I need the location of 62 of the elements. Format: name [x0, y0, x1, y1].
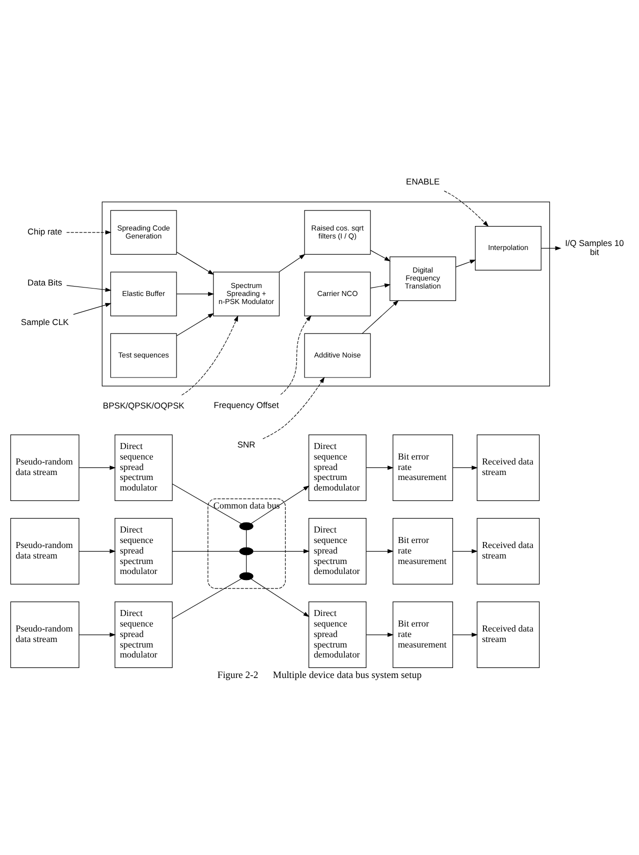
node-box: Pseudo-random data stream: [10, 434, 80, 501]
arrow: [66, 230, 112, 235]
node-box: Bit error rate measurement: [392, 518, 454, 584]
node-box: Received data stream: [476, 434, 540, 501]
connector: [172, 578, 242, 619]
node-box: Received data stream: [476, 602, 540, 668]
arrow: [366, 632, 394, 637]
node-box: Direct sequence spread spectrum demodulator: [308, 434, 366, 501]
node-text: Chip rate: [28, 226, 62, 237]
arrow: [452, 466, 478, 470]
connector: [246, 530, 247, 548]
arrow: [456, 260, 476, 268]
arrow: [176, 252, 214, 275]
node-circle: [239, 522, 254, 530]
arrow: [452, 632, 478, 637]
arrow: [362, 300, 399, 334]
connector: [172, 484, 242, 524]
node-box: Bit error rate measurement: [392, 434, 454, 501]
arrow: [73, 302, 112, 315]
connector: [172, 550, 240, 552]
arrow: [278, 254, 306, 272]
arrow: [78, 549, 116, 554]
cluster: [102, 202, 550, 386]
arrow: [78, 466, 116, 470]
arrow: [366, 466, 394, 470]
node-box: Pseudo-random data stream: [10, 518, 80, 584]
arrow: [250, 486, 310, 524]
node-text: SNR: [237, 439, 256, 450]
arrow: [280, 315, 312, 395]
arrow: [444, 190, 489, 227]
arrow: [252, 549, 310, 554]
arrow: [181, 315, 238, 396]
arrow: [78, 632, 116, 637]
node-text: Sample CLK: [20, 316, 69, 327]
node-box: Pseudo-random data stream: [10, 602, 80, 668]
arrow: [452, 549, 478, 554]
node-box: Direct sequence spread spectrum modulator: [114, 602, 173, 668]
arrow: [176, 313, 214, 336]
node-box: Bit error rate measurement: [392, 602, 454, 668]
node-text: ENABLE: [406, 176, 440, 187]
arrow: [66, 285, 112, 292]
arrow: [540, 246, 562, 250]
arrow: [366, 549, 394, 554]
arrow: [262, 376, 325, 440]
arrow: [370, 283, 391, 288]
node-box: Received data stream: [476, 518, 540, 584]
node-text: Data Bits: [28, 277, 62, 288]
node-text: BPSK/QPSK/OQPSK: [102, 400, 184, 410]
node-box: Direct sequence spread spectrum modulator: [114, 518, 173, 584]
node-box: Direct sequence spread spectrum demodulator: [308, 602, 366, 668]
node-text: I/Q Samples 10 bit: [565, 238, 624, 258]
connector: [246, 554, 247, 573]
arrow: [176, 292, 214, 296]
node-circle: [239, 572, 254, 580]
arrow: [250, 578, 310, 617]
caption: Figure 2-2 Multiple device data bus system setup: [217, 670, 422, 681]
arrow: [370, 250, 391, 262]
cluster: Common data bus: [208, 498, 286, 589]
node-box: Direct sequence spread spectrum demodulator: [308, 518, 366, 584]
node-box: Direct sequence spread spectrum modulator: [114, 434, 173, 501]
node-text: Frequency Offset: [214, 400, 279, 410]
node-circle: [239, 547, 254, 556]
